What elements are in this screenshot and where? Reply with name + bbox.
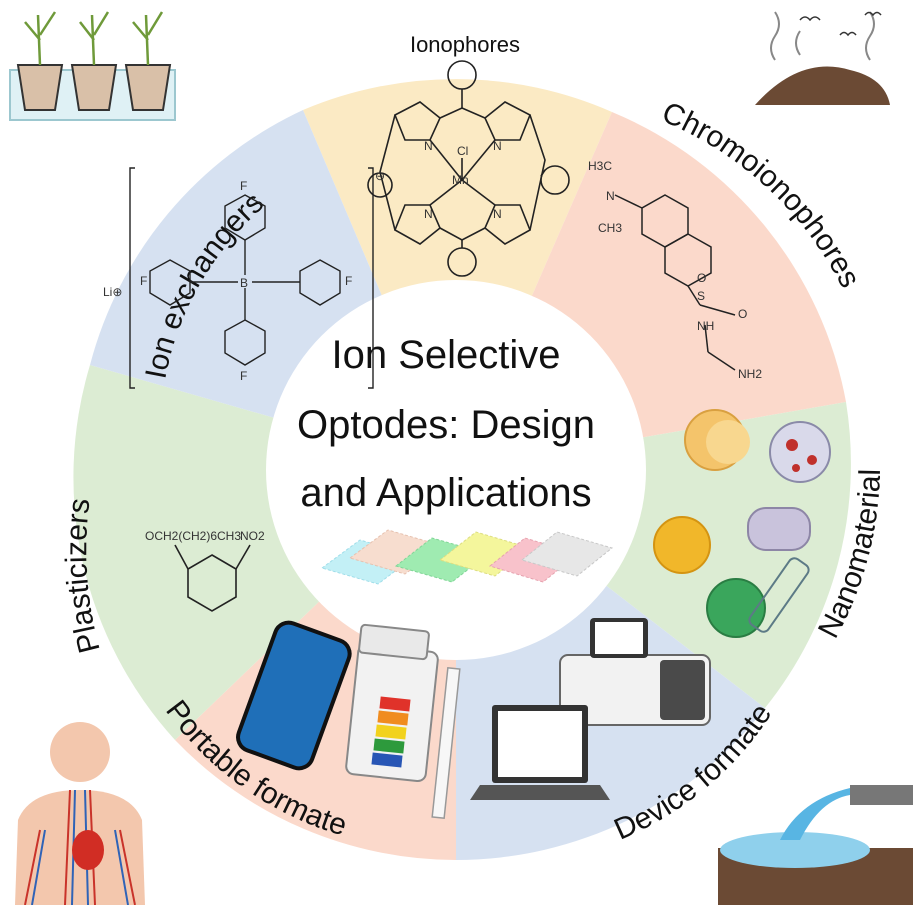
group-nh: NH [697,319,714,333]
bottle-cap [358,623,430,661]
title-line-3: and Applications [300,471,591,515]
laptop-base [470,785,610,800]
porphyrin-structure [367,60,570,277]
heart [72,830,104,870]
atom-n-4: N [493,207,502,221]
porphyrin-atom-labels: Cl Mn N N N N [424,139,502,221]
film-gray [520,531,614,577]
nanotube [748,557,810,633]
atom-n-1: N [424,139,433,153]
nanoparticle-polymer [769,421,831,483]
label-ionophores: Ionophores [410,32,520,57]
water-stream [780,788,850,840]
steam-lines [770,11,875,61]
nanoparticle-core-shell-inner [706,420,750,464]
nanomaterial-illustrations [653,409,831,638]
atom-o-2: O [738,307,747,321]
dip-strip [431,666,461,820]
group-ch3: CH3 [598,221,622,235]
plasticizer-structure [174,544,251,612]
pot-3 [124,64,172,111]
color-chart-yellow [375,724,407,740]
atom-li: Li⊕ [103,285,122,299]
atom-n-dimethyl: N [606,189,615,203]
atom-n-3: N [424,207,433,221]
atom-n-2: N [493,139,502,153]
title-line-2: Optodes: Design [297,403,595,447]
group-nitro: NO2 [240,529,265,543]
atom-s: S [697,289,705,303]
nanoparticle-dot-1 [786,439,798,451]
plants-illustration [9,11,176,121]
birds [799,11,882,37]
charge-minus: ⊖ [375,169,385,183]
pond [720,832,870,868]
atom-o-1: O [697,271,706,285]
group-octyloxy: OCH2(CH2)6CH3 [145,529,241,543]
laptop-display [498,711,582,777]
atom-f-4: F [240,369,247,383]
plant-stems [24,11,164,66]
atom-f-1: F [240,179,247,193]
portable-illustrations [236,620,461,820]
compost-illustration [755,11,890,105]
color-chart-orange [377,710,409,726]
atom-cl: Cl [457,144,468,158]
atom-f-2: F [140,274,147,288]
atom-f-3: F [345,274,352,288]
color-chart-blue [371,752,403,768]
tablet-display [595,622,643,654]
pipe [850,785,913,805]
water-outflow-illustration [718,785,913,905]
pot-1 [16,64,64,111]
human-head [50,722,110,782]
nanoparticle-dot-2 [807,455,817,465]
chromoionophore-structure [614,194,736,371]
borate-structure [129,167,374,389]
spectrometer-panel [660,660,705,720]
human-circulation-illustration [15,722,145,906]
compost-pile [755,66,890,105]
pot-2 [70,64,118,111]
nanoparticle-flower [653,516,711,574]
borate-labels: Li⊕ B ⊖ F F F F [103,169,385,383]
device-illustrations [470,618,711,800]
title-line-1: Ion Selective [331,333,560,377]
chromoionophore-labels: H3C N CH3 S O O NH NH2 [588,159,762,381]
color-chart-green [373,738,405,754]
plasticizer-labels: OCH2(CH2)6CH3 NO2 [145,529,265,543]
center-title: Ion Selective Optodes: Design and Applic… [297,333,595,515]
optode-films [320,529,614,585]
nanoparticle-dot-3 [792,464,800,472]
atom-b: B [240,276,248,290]
atom-mn: Mn [452,173,469,187]
group-h3c: H3C [588,159,612,173]
color-chart-red [379,696,411,712]
group-nh2: NH2 [738,367,762,381]
nanodisk [747,507,811,551]
smartphone [236,620,352,771]
